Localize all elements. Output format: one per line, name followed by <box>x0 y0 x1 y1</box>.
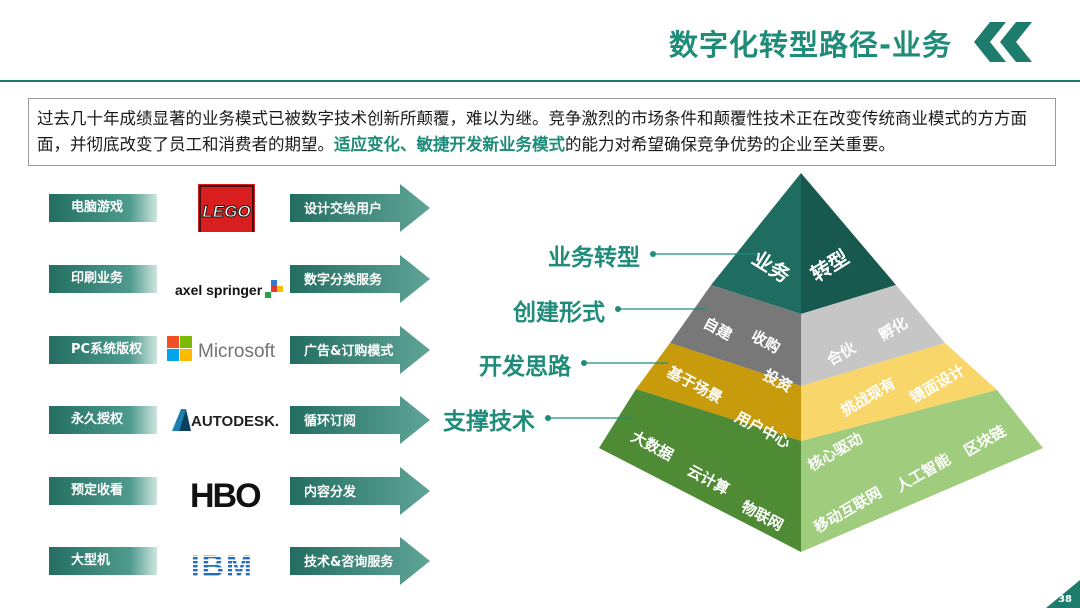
page-corner-tab <box>1046 580 1080 608</box>
result-arrow: 广告&订购模式 <box>290 326 430 374</box>
hbo-logo-text: HBO <box>190 477 261 515</box>
pyramid-level2-right-face <box>801 285 945 386</box>
pyramid-top-left-face <box>711 173 801 314</box>
result-arrow: 内容分发 <box>290 467 430 515</box>
result-arrow: 设计交给用户 <box>290 184 430 232</box>
lego-logo: LEGO <box>198 184 255 232</box>
arrow-shape <box>290 255 430 303</box>
category-label: 印刷业务 <box>49 265 157 293</box>
pyramid-label-technology: 支撑技术 <box>443 409 535 435</box>
pyramid-top-right-face <box>801 173 896 314</box>
transformation-row: 大型机 IBM 技术&咨询服务 <box>49 537 439 585</box>
intro-text-2: 的能力对希望确保竞争优势的企业至关重要。 <box>565 135 895 154</box>
axel-springer-logo: axel springer <box>175 280 283 298</box>
pyramid-level2-item: 收购 <box>748 326 784 357</box>
result-label: 数字分类服务 <box>304 273 383 288</box>
pyramid-level4-item: 区块链 <box>960 421 1009 460</box>
result-arrow: 数字分类服务 <box>290 255 430 303</box>
category-label: PC系统版权 <box>49 336 157 364</box>
transformation-row: 印刷业务 axel springer 数字分类服务 <box>49 255 439 303</box>
lego-logo-text: LEGO <box>202 202 250 221</box>
pyramid-level3-item: 核心驱动 <box>804 429 866 475</box>
hbo-logo: HBO <box>190 477 263 515</box>
transformation-row: 预定收看 HBO 内容分发 <box>49 467 439 515</box>
arrow-shape <box>290 396 430 444</box>
arrow-shape <box>290 537 430 585</box>
pyramid-label-approach: 开发思路 <box>479 354 571 380</box>
intro-highlight: 适应变化、敏捷开发新业务模式 <box>334 135 565 154</box>
pyramid-level4-item: 物联网 <box>738 497 787 535</box>
arrow-shape <box>290 326 430 374</box>
category-label: 电脑游戏 <box>49 194 157 222</box>
autodesk-logo-text: AUTODESK. <box>191 413 279 430</box>
intro-paragraph: 过去几十年成绩显著的业务模式已被数字技术创新所颠覆，难以为继。竞争激烈的市场条件… <box>28 98 1056 166</box>
pyramid-level3-item: 基于场景 <box>664 362 726 407</box>
microsoft-logo: Microsoft <box>167 336 276 362</box>
pyramid-label-business: 业务转型 <box>548 245 640 271</box>
result-label: 循环订阅 <box>304 414 357 429</box>
pyramid-level3-item: 用户中心 <box>732 407 794 452</box>
transformation-row: 电脑游戏 LEGO 设计交给用户 <box>49 184 439 232</box>
pyramid-level4-item: 人工智能 <box>892 450 954 496</box>
title-divider <box>0 80 1080 82</box>
intro-text-1: 过去几十年成绩显著的业务模式已被数字技术创新所颠覆，难以为继。竞争激烈的市场条件… <box>37 109 1027 154</box>
transformation-row: 永久授权 AUTODESK. 循环订阅 <box>49 396 439 444</box>
pyramid-level4-item: 大数据 <box>628 427 677 465</box>
arrow-shape <box>290 467 430 515</box>
pyramid-top-left-text: 业务 <box>747 245 795 288</box>
category-label: 大型机 <box>49 547 157 575</box>
result-label: 技术&咨询服务 <box>304 555 394 570</box>
result-arrow: 循环订阅 <box>290 396 430 444</box>
axel-springer-logo-text: axel springer <box>175 282 263 298</box>
page-number: 38 <box>1058 594 1072 605</box>
pyramid-level2-item: 自建 <box>700 313 736 344</box>
pyramid-level3-item: 挑战现有 <box>837 374 899 420</box>
result-label: 设计交给用户 <box>304 202 383 217</box>
result-label: 广告&订购模式 <box>304 344 394 359</box>
pyramid-top-right-text: 转型 <box>806 244 854 287</box>
transformation-row: PC系统版权 Microsoft 广告&订购模式 <box>49 326 439 374</box>
chevron-left-icon <box>974 22 1032 62</box>
pyramid-level2-item: 投资 <box>760 365 796 396</box>
pyramid-level2-item: 孵化 <box>875 313 911 345</box>
ibm-logo-text: IBM <box>191 548 254 583</box>
pyramid-level4-item: 云计算 <box>684 461 733 499</box>
ibm-logo: IBM <box>191 548 254 583</box>
microsoft-logo-text: Microsoft <box>198 341 276 362</box>
result-arrow: 技术&咨询服务 <box>290 537 430 585</box>
pyramid-level2-item: 合伙 <box>823 338 859 370</box>
category-label: 永久授权 <box>49 406 157 434</box>
result-label: 内容分发 <box>304 485 357 500</box>
arrow-shape <box>290 184 430 232</box>
autodesk-logo: AUTODESK. <box>172 409 279 431</box>
pyramid-level4-item: 移动互联网 <box>810 483 885 537</box>
pyramid-level3-item: 镜面设计 <box>906 361 968 407</box>
category-label: 预定收看 <box>49 477 157 505</box>
page-title: 数字化转型路径-业务 <box>668 28 952 62</box>
pyramid-label-form: 创建形式 <box>513 300 605 326</box>
